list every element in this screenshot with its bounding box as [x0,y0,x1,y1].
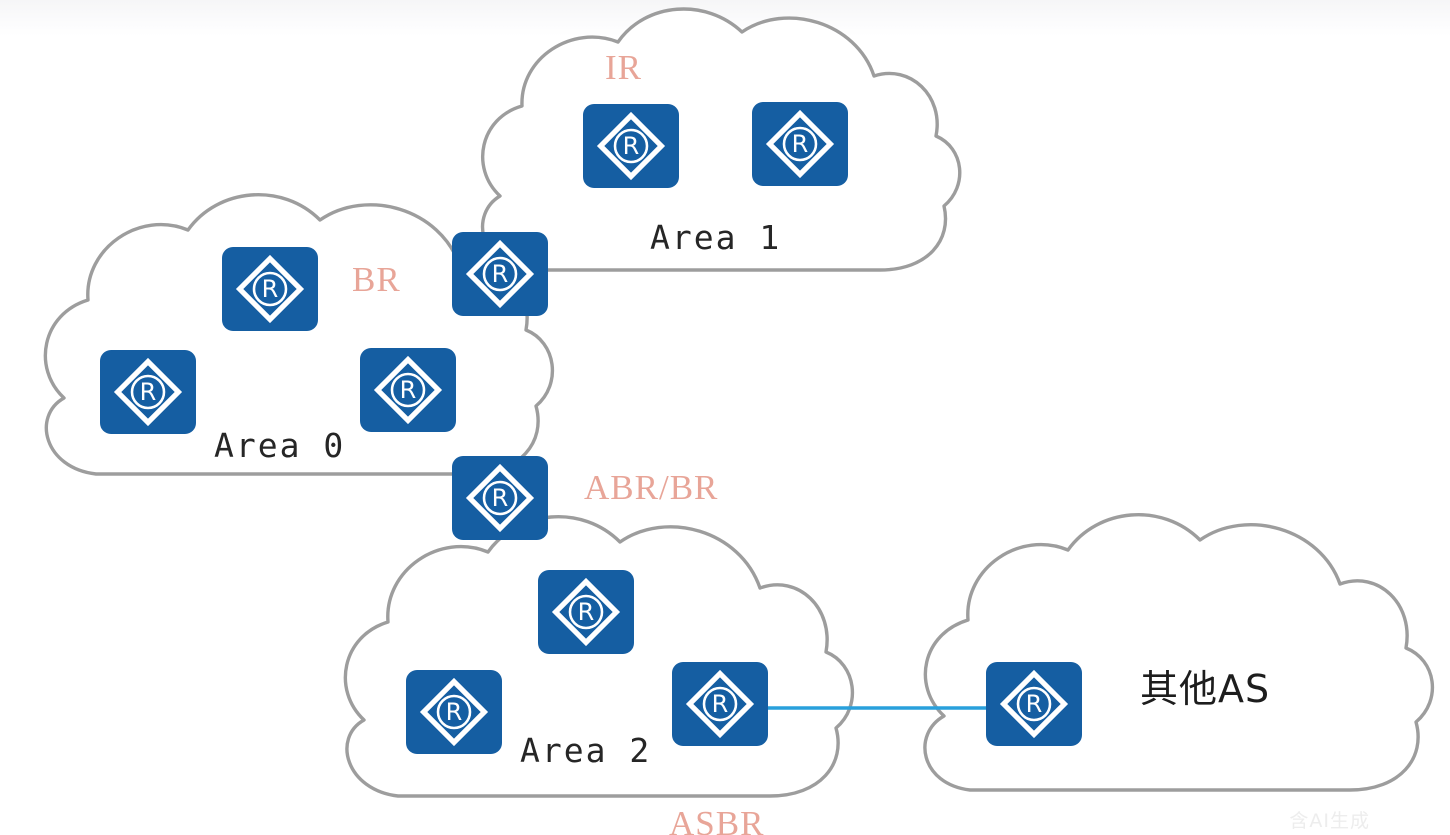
router-area0-r3[interactable] [360,348,456,432]
router-area2-r1[interactable] [538,570,634,654]
watermark-label: 含AI生成 [1289,810,1370,832]
router-asbr[interactable] [672,662,768,746]
router-area1-r2[interactable] [752,102,848,186]
router-abr-br[interactable] [452,456,548,540]
router-br[interactable] [452,232,548,316]
area-label-area1: Area 1 [650,218,782,257]
cloud-label-other-as: 其他AS [1140,667,1271,711]
router-other-as[interactable] [986,662,1082,746]
router-area0-r2[interactable] [100,350,196,434]
role-label-asbr: ASBR [669,804,765,835]
area-label-area0: Area 0 [214,426,346,465]
role-label-ir: IR [605,48,642,87]
router-area1-r1[interactable] [583,104,679,188]
cloud-other-as [923,513,1435,792]
role-label-br: BR [352,260,401,299]
router-area0-r1[interactable] [222,247,318,331]
area-label-area2: Area 2 [520,731,652,770]
cloud-area1 [480,7,962,272]
role-label-abr-br: ABR/BR [584,468,719,507]
router-area2-r2[interactable] [406,670,502,754]
